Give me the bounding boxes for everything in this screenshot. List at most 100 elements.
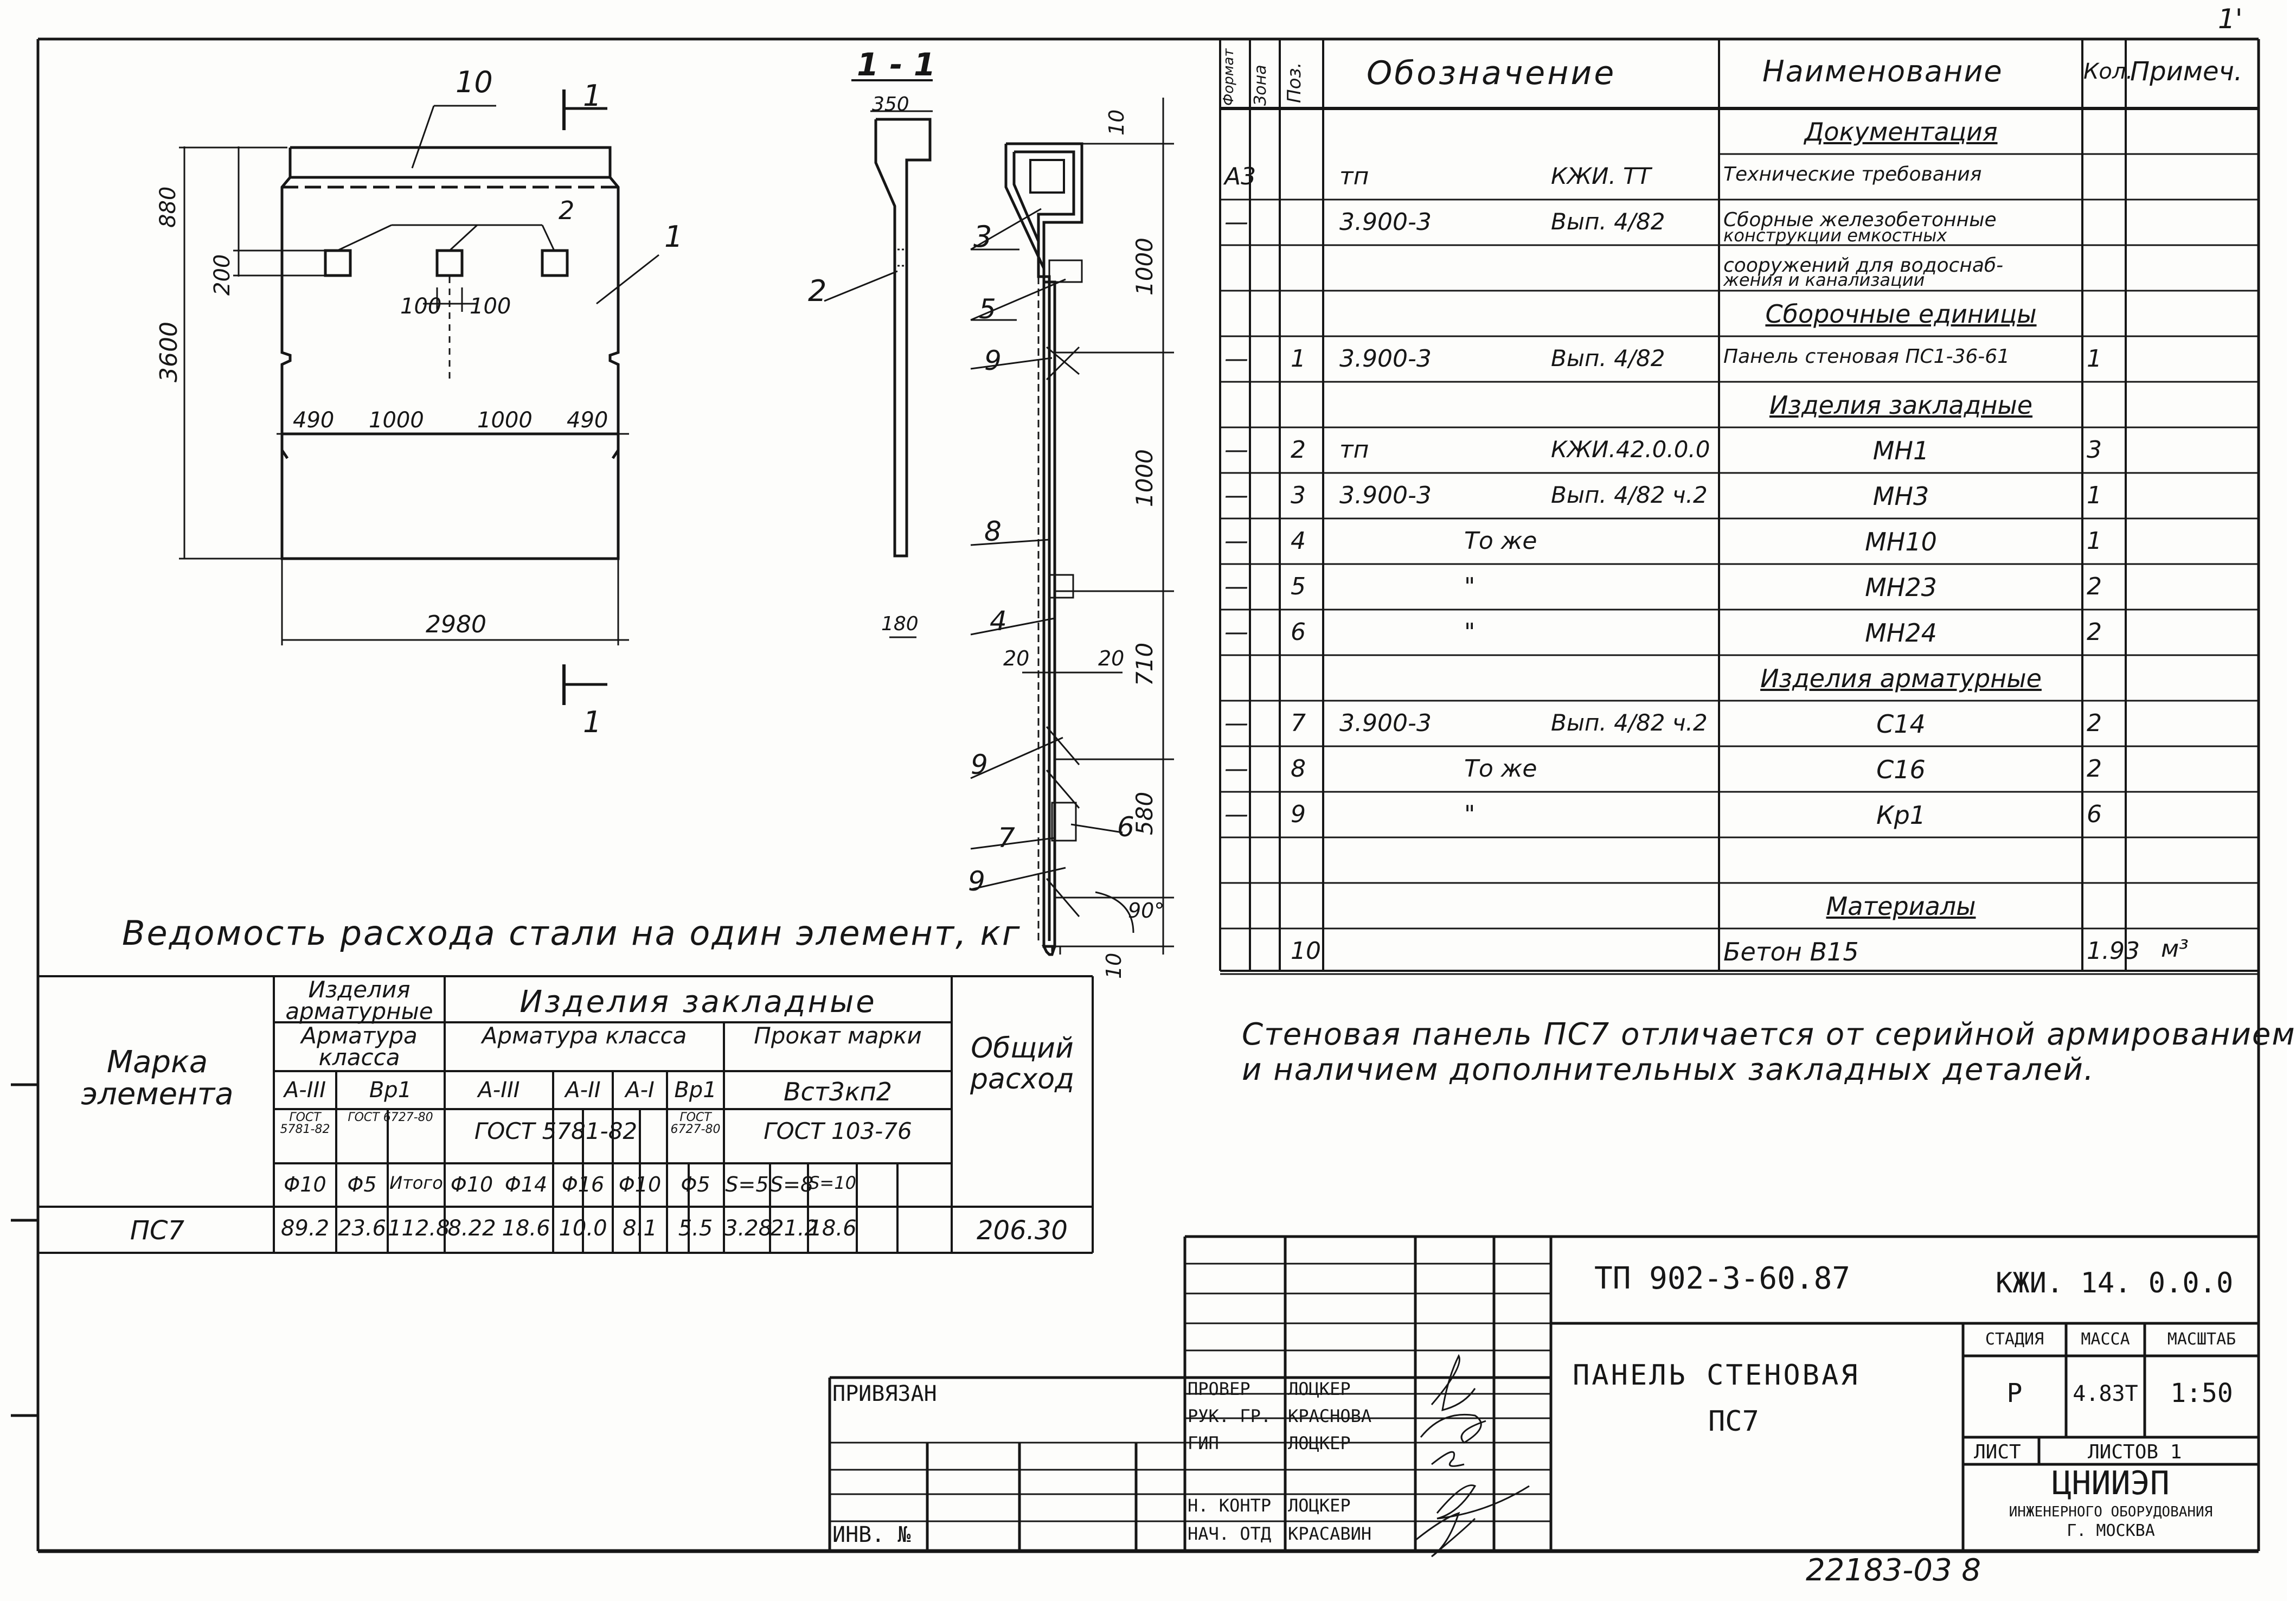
title-block-lines [828,1235,2259,1551]
spec-name-cell: конструкции емкостных [1723,225,1947,246]
spec-qty-cell: 2 [2087,755,2102,783]
spec-name-cell: Сборные железобетонные [1723,209,1997,231]
spec-table-row-lines [1220,153,2259,975]
spec-format-cell: А3 [1224,163,1256,190]
dim-350: 350 [872,93,909,116]
dim-180: 180 [881,613,919,635]
mass-label: Масса [2081,1330,2130,1349]
steel-value-cell: 23.6 [337,1216,387,1241]
steel-diameter-cell: S=8 [770,1173,814,1196]
approval-name: КРАСНОВА [1288,1406,1372,1426]
dim-2980: 2980 [426,611,486,638]
spec-designation-cell: тп [1339,163,1369,190]
spec-issue-cell: КЖИ. ТТ [1551,163,1651,189]
steel-value-cell: 3.28 [724,1216,773,1241]
spec-qty-cell: 2 [2087,573,2102,600]
steel-class-cell: Вр1 [674,1078,717,1103]
spec-section-heading: Материалы [1826,892,1976,921]
spec-name-cell: Бетон В15 [1723,937,1859,966]
section-cut-mark-bottom: 1 [583,705,602,739]
org-sub-1: ИНЖЕНЕРНОГО ОБОРУДОВАНИЯ [2009,1504,2213,1520]
detail-mark-9a: 9 [984,345,1002,376]
steel-gost-cell: ГОСТ 6727-80 [348,1111,433,1124]
steel-sub-armature-2: Арматура класса [482,1022,687,1049]
mass-value: 4.83т [2073,1381,2138,1406]
spec-format-cell: — [1224,345,1248,373]
spec-table-lines [1219,39,2259,972]
spec-issue-cell: Вып. 4/82 ч.2 [1551,709,1708,736]
dim-490-left: 490 [293,408,335,433]
spec-pos-cell: 10 [1291,937,1321,965]
spec-section-heading: Изделия закладные [1769,390,2033,420]
dim-1000-a: 1000 [1131,238,1158,296]
spec-qty-cell: 1.93 [2087,937,2140,965]
spec-format-cell: — [1224,801,1248,828]
doc-title-line-1: ПАНЕЛЬ СТЕНОВАЯ [1573,1359,1860,1392]
spec-qty-cell: 2 [2087,618,2102,646]
spec-issue-cell: КЖИ.42.0.0.0 [1551,436,1710,463]
reinforcement-detail [970,98,1174,956]
approval-name: КРАСАВИН [1288,1523,1372,1544]
spec-designation-cell: 3.900-3 [1339,482,1432,509]
steel-sub-rolled: Прокат марки [754,1022,922,1049]
org-name: ЦНИИЭП [2052,1464,2170,1502]
approval-role: ПРОВЕР [1188,1379,1250,1399]
privyazan-label: ПРИВЯЗАН [832,1381,937,1406]
steel-value-cell: 10.0 [559,1216,607,1241]
dim-1000-right: 1000 [477,408,533,433]
bottom-sheet-number: 22183-03 8 [1806,1553,1981,1588]
spec-qty-cell: 3 [2087,436,2102,464]
steel-diameter-cell: Φ5 [347,1173,377,1196]
spec-pos-cell: 8 [1291,755,1306,783]
spec-pos-cell: 4 [1291,527,1306,555]
panel-note-line-1: Стеновая панель ПС7 отличается от серийн… [1242,1017,2296,1052]
dim-710: 710 [1131,642,1158,686]
spec-name-cell: сооружений для водоснаб- [1723,254,2004,277]
steel-value-cell: 18.6 [808,1216,857,1241]
steel-diameter-cell: S=10 [809,1173,856,1193]
section-mark-2: 2 [808,274,827,308]
detail-mark-5: 5 [979,293,996,325]
steel-class-cell: А-III [478,1078,520,1103]
spec-section-heading: Документация [1804,117,1998,146]
steel-value-cell: 21.2 [770,1216,819,1241]
spec-pos-cell: 5 [1291,573,1306,600]
spec-section-heading: Сборочные единицы [1765,299,2037,329]
org-sub-2: Г. МОСКВА [2067,1521,2155,1540]
steel-gost-cell: ГОСТ 103-76 [764,1118,912,1144]
spec-pos-cell: 2 [1291,436,1306,464]
section-1-1 [824,79,933,638]
spec-format-cell: — [1224,618,1248,646]
steel-group-armature: Изделия арматурные [285,976,433,1024]
dim-200: 200 [210,254,235,296]
spec-designation-cell: 3.900-3 [1339,709,1432,737]
doc-title-line-2: ПС7 [1708,1405,1759,1438]
steel-diameter-cell: S=5 [725,1173,769,1196]
dim-1000-left: 1000 [369,408,424,433]
approval-name: ЛОЦКЕР [1288,1495,1351,1516]
steel-diameter-cell: Φ5 [681,1173,710,1196]
steel-class-cell: А-I [625,1078,655,1103]
steel-value-cell: 8.1 [623,1216,657,1241]
spec-header-qty: Кол. [2083,59,2133,84]
steel-class-cell: Вст3кп2 [783,1077,893,1106]
steel-value-cell: 18.6 [502,1216,550,1241]
spec-format-cell: — [1224,482,1248,509]
detail-mark-9b: 9 [971,749,988,780]
spec-section-heading: Изделия арматурные [1760,664,2042,693]
dim-1000-b: 1000 [1131,449,1158,507]
spec-header-format: Формат [1221,48,1237,106]
signatures [1415,1354,1530,1558]
spec-pos-cell: 9 [1291,801,1306,828]
dim-100-left: 100 [400,294,442,319]
detail-mark-8: 8 [984,516,1002,547]
dim-880: 880 [156,186,181,228]
approval-name: ЛОЦКЕР [1288,1379,1351,1399]
section-cut-mark-top: 1 [583,79,602,113]
steel-mark-header: Марка элемента [81,1045,234,1112]
doc-number: ТП 902-3-60.87 [1594,1261,1851,1296]
spec-designation-cell: 3.900-3 [1339,345,1432,373]
spec-header-designation: Обозначение [1367,54,1617,92]
steel-value-cell: 112.8 [388,1216,450,1241]
spec-issue-cell: Вып. 4/82 ч.2 [1551,482,1708,508]
